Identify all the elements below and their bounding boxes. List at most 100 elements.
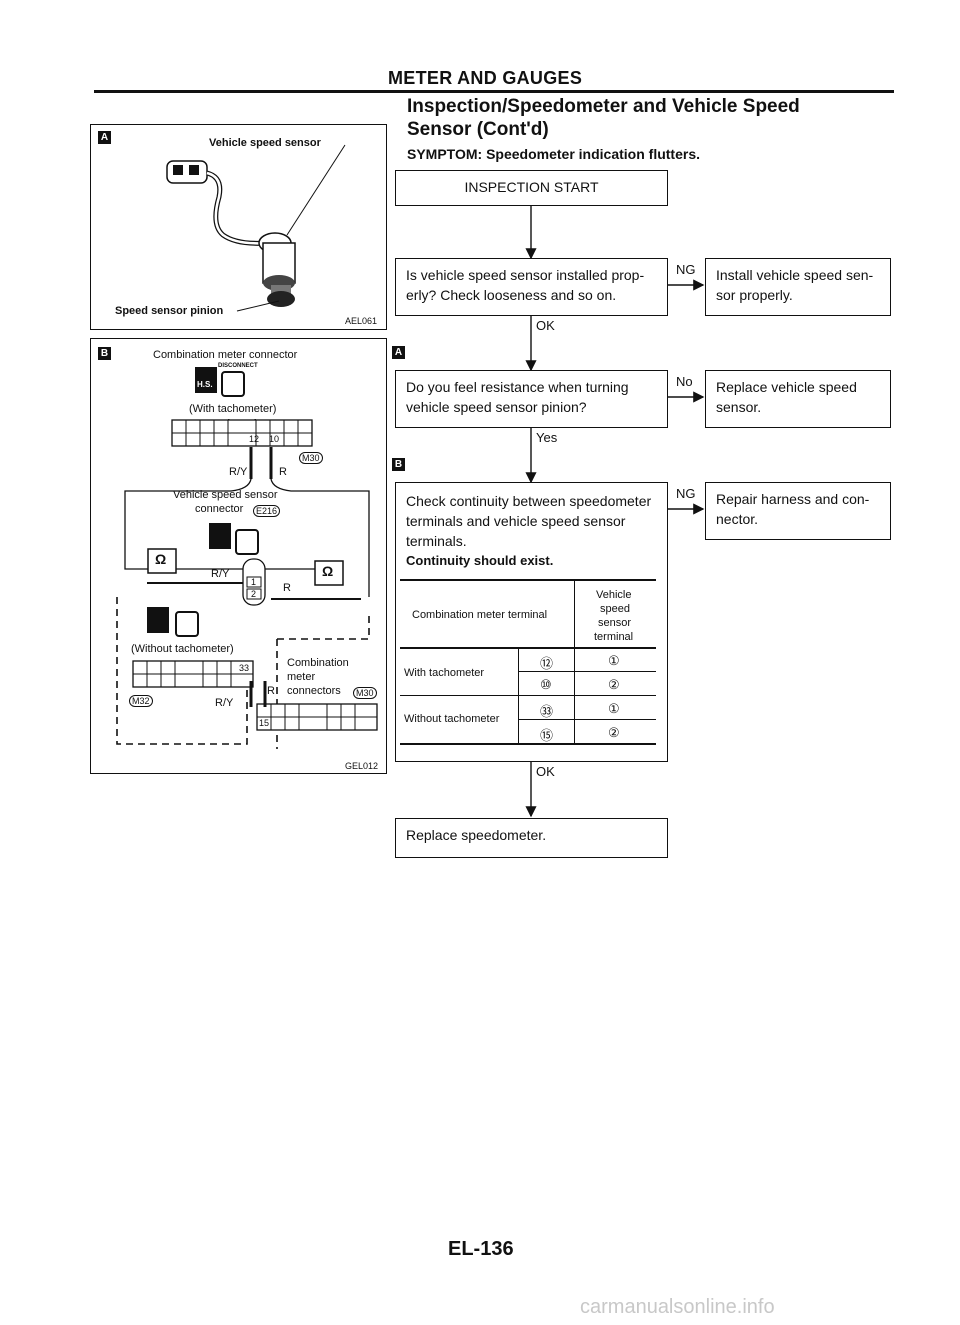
- figure-a-code: AEL061: [345, 316, 378, 326]
- connector-m30-label: M30: [299, 452, 323, 464]
- pin-10-label: 10: [269, 434, 280, 444]
- table-header-sensor-3: sensor: [598, 617, 632, 629]
- pin-12-label: 12: [249, 434, 260, 444]
- ohmmeter-left-icon: Ω: [155, 551, 167, 567]
- q3-ok-label: OK: [536, 764, 555, 779]
- connector-m30b-label: M30: [353, 687, 377, 699]
- sensor-pin-1-label: 1: [251, 577, 257, 587]
- figure-b-badge: B: [98, 347, 111, 360]
- vss-connector-label-2: connector: [195, 503, 244, 515]
- disconnect-hs-icon: H.S.: [195, 367, 217, 393]
- q2-action-line2: sensor.: [716, 399, 762, 415]
- table-cell-sensor-1a: ①: [608, 653, 620, 668]
- q2-action-line1: Replace vehicle speed: [716, 379, 857, 395]
- replace-speedometer-text: Replace speedometer.: [406, 827, 547, 843]
- question-1-line2: erly? Check looseness and so on.: [406, 287, 617, 303]
- connector-plug-icon-3: [175, 611, 199, 637]
- vss-connector-label: Vehicle speed sensor: [173, 489, 278, 501]
- vehicle-speed-sensor-label: Vehicle speed sensor: [209, 137, 321, 149]
- wiring-harness-drawing: [116, 447, 378, 749]
- wire-ry-label-2: R/Y: [211, 568, 230, 580]
- table-header-meter: Combination meter terminal: [412, 609, 548, 621]
- table-header-sensor-4: terminal: [594, 631, 634, 643]
- meter-connector-with-tach: [171, 419, 313, 447]
- q1-ok-label: OK: [536, 318, 555, 333]
- pin-15-label: 15: [259, 718, 270, 728]
- symptom-text: SYMPTOM: Speedometer indication flutters…: [407, 146, 701, 162]
- pin-33-label: 33: [239, 663, 250, 673]
- table-mid-rule: [400, 695, 656, 696]
- connector-m32-label: M32: [129, 695, 153, 707]
- sensor-pin-2-label: 2: [251, 589, 257, 599]
- inspection-start-text: INSPECTION START: [464, 179, 599, 195]
- table-col-divider-2: [518, 649, 519, 743]
- q3-action-line2: nector.: [716, 511, 759, 527]
- combination-meter-connector-label: Combination meter connector: [153, 349, 298, 361]
- combination-meter-connectors-label-3: connectors: [287, 685, 341, 697]
- table-cell-sensor-2a: ②: [608, 677, 620, 692]
- table-header-sensor-1: Vehicle: [596, 589, 632, 601]
- table-cell-sensor-1b: ①: [608, 701, 620, 716]
- figure-a-badge: A: [98, 131, 111, 144]
- continuity-table: Combination meter terminal Vehicle speed…: [396, 579, 666, 749]
- inspection-start-box: INSPECTION START: [395, 170, 668, 206]
- disconnect-hs-icon-2: [209, 523, 231, 549]
- combination-meter-connectors-label: Combination: [287, 657, 349, 669]
- table-group-with-tach: With tachometer: [404, 667, 485, 679]
- table-col-divider: [574, 579, 575, 743]
- ohmmeter-right-icon: Ω: [322, 563, 334, 579]
- wire-r-label-3: R: [267, 685, 275, 697]
- page-title: Inspection/Speedometer and Vehicle Speed: [407, 96, 800, 117]
- q1-ng-label: NG: [676, 262, 696, 277]
- table-row-rule-1: [518, 671, 656, 672]
- connector-e216-label: E216: [253, 505, 281, 517]
- q1-action-line2: sor properly.: [716, 287, 793, 303]
- page-number: EL-136: [448, 1238, 514, 1260]
- watermark: carmanualsonline.info: [580, 1296, 775, 1318]
- wire-ry-label-1: R/Y: [229, 466, 248, 478]
- question-3-line4: Continuity should exist.: [406, 553, 554, 568]
- flow-badge-a: A: [392, 346, 405, 359]
- without-tachometer-label: (Without tachometer): [131, 643, 234, 655]
- q3-ng-label: NG: [676, 486, 696, 501]
- table-cell-sensor-2b: ②: [608, 725, 620, 740]
- figure-a-panel: A Vehicle speed sensor Speed sensor pini…: [90, 124, 387, 330]
- q1-action-box: Install vehicle speed sen- sor properly.: [705, 258, 891, 316]
- q3-action-box: Repair harness and con- nector.: [705, 482, 891, 540]
- table-row-rule-2: [518, 719, 656, 720]
- page-title-line2: Sensor (Cont'd): [407, 119, 549, 140]
- q1-action-line1: Install vehicle speed sen-: [716, 267, 874, 283]
- q2-yes-label: Yes: [536, 430, 558, 445]
- disconnect-hs-icon-3: [147, 607, 169, 633]
- disconnect-label: DISCONNECT: [218, 363, 258, 369]
- section-header: METER AND GAUGES: [388, 68, 583, 88]
- connector-plug-icon-2: [235, 529, 259, 555]
- flow-badge-b: B: [392, 458, 405, 471]
- connector-plug-icon: [221, 371, 245, 397]
- figure-b-code: GEL012: [345, 761, 379, 771]
- table-header-sensor-2: speed: [600, 603, 630, 615]
- table-cell-meter-15: ⑮: [540, 728, 554, 743]
- table-cell-meter-12: ⑫: [540, 656, 554, 671]
- question-2-line2: vehicle speed sensor pinion?: [406, 399, 587, 415]
- q2-action-box: Replace vehicle speed sensor.: [705, 370, 891, 428]
- q3-action-line1: Repair harness and con-: [716, 491, 870, 507]
- table-cell-meter-33: ㉝: [540, 704, 554, 719]
- wire-ry-label-3: R/Y: [215, 697, 234, 709]
- table-group-without-tach: Without tachometer: [404, 713, 500, 725]
- figure-b-panel: B Combination meter connector H.S. DISCO…: [90, 338, 387, 774]
- combination-meter-connectors-label-2: meter: [287, 671, 316, 683]
- table-cell-meter-10: ⑩: [540, 677, 552, 692]
- hs-label: H.S.: [197, 380, 213, 389]
- question-1-line1: Is vehicle speed sensor installed prop-: [406, 267, 645, 283]
- question-3-box: Check continuity between speedometer ter…: [395, 482, 668, 762]
- speed-sensor-drawing: [166, 144, 346, 312]
- question-3-line3: terminals.: [406, 533, 467, 549]
- table-header-rule: [400, 647, 656, 649]
- question-3-line2: terminals and vehicle speed sensor: [406, 513, 626, 529]
- speed-sensor-pinion-label: Speed sensor pinion: [115, 305, 224, 317]
- with-tachometer-label: (With tachometer): [189, 403, 277, 415]
- question-2-box: Do you feel resistance when turning vehi…: [395, 370, 668, 428]
- header-rule: [94, 90, 894, 93]
